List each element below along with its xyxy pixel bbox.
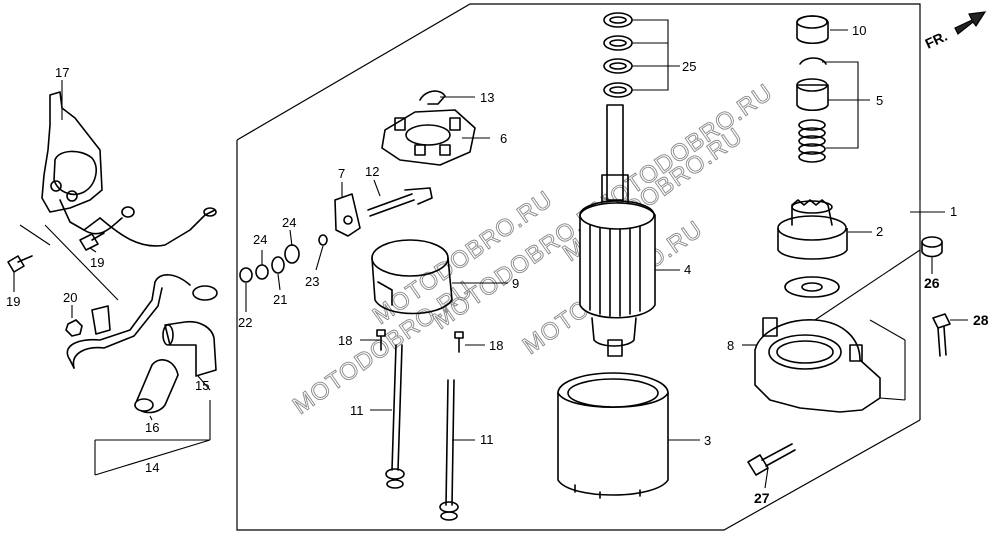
part-3-yoke [557,372,669,499]
label-part-26: 26 [924,275,940,291]
label-part-6: 6 [500,131,507,146]
front-direction-text: FR. [923,28,950,52]
part-number-labels: 1 2 3 4 5 6 7 8 9 10 11 11 12 13 14 15 1… [6,23,989,506]
label-part-24-left: 24 [253,232,267,247]
part-21-washer [271,256,285,274]
part-22-nut [239,267,253,283]
label-part-17: 17 [55,65,69,80]
label-part-18-left: 18 [338,333,352,348]
part-6-brush-holder [381,109,476,166]
part-27-bolt [747,443,796,476]
part-19-bolt-lower [7,255,33,273]
part-2-pinion-gear [777,199,848,260]
part-9-cover-ring [371,239,453,315]
front-direction-arrow-icon [954,11,987,35]
label-part-18-right: 18 [489,338,503,353]
label-part-19-upper: 19 [90,255,104,270]
leader-lines [13,19,968,489]
label-part-25: 25 [682,59,696,74]
watermarks: MOTODOBRO.RU MOTODOBRO.RU MOTODOBRO.RU M… [288,78,779,420]
part-7-terminal [334,193,361,237]
label-part-2: 2 [876,224,883,239]
part-10-cap [796,15,829,45]
label-part-27: 27 [754,490,770,506]
part-18-screw-right [454,331,464,353]
label-part-22: 22 [238,315,252,330]
label-part-12: 12 [365,164,379,179]
part-23-washer [318,234,328,246]
label-part-13: 13 [480,90,494,105]
label-part-3: 3 [704,433,711,448]
label-part-20: 20 [63,290,77,305]
part-11-bolt-right [439,379,459,521]
label-part-9: 9 [512,276,519,291]
thrust-washer [784,276,840,298]
part-18-screw-left [376,329,386,351]
part-25-o-ring-set [603,12,633,98]
part-12-terminal-bolt [367,187,433,217]
part-26-sleeve [921,236,943,258]
part-15-cap [162,320,217,377]
label-part-1: 1 [950,204,957,219]
part-24-washer-a [255,264,269,280]
label-part-5: 5 [876,93,883,108]
label-part-11-left: 11 [350,403,364,418]
part-11-bolt-left [385,344,405,489]
label-part-15: 15 [195,378,209,393]
label-part-28: 28 [973,312,989,328]
part-8-front-housing [754,317,881,413]
part-5-collar-spring [796,57,829,163]
label-part-11-right: 11 [480,432,494,447]
label-part-16: 16 [145,420,159,435]
assembly-frame [236,3,921,531]
part-28-bolt [932,313,951,357]
label-part-4: 4 [684,262,691,277]
label-part-24-right: 24 [282,215,296,230]
front-direction-mark: FR. [923,11,987,52]
part-13-clip [419,90,446,105]
part-20-nut [65,319,83,337]
part-16-cap [134,359,179,414]
part-4-armature [579,104,656,357]
label-part-21: 21 [273,292,287,307]
label-part-14: 14 [145,460,159,475]
label-part-19-lower: 19 [6,294,20,309]
label-part-7: 7 [338,166,345,181]
label-part-8: 8 [727,338,734,353]
label-part-23: 23 [305,274,319,289]
part-24-washer-b [284,244,300,264]
part-19-bolt-upper [79,232,105,251]
part-17-relay-bracket [41,91,217,247]
label-part-10: 10 [852,23,866,38]
starter-cable [66,274,218,369]
